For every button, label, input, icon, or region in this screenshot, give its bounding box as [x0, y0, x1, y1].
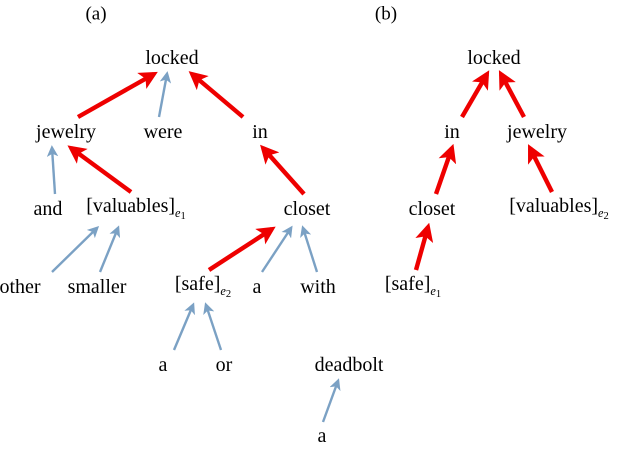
- node-a-deadbolt: deadbolt: [314, 354, 384, 376]
- edge-a-a1-to-a-closet: [260, 225, 293, 273]
- edge-a-valuables-to-a-jewelry: [67, 145, 133, 194]
- node-a-smaller: smaller: [67, 276, 127, 298]
- edge-a-and-to-a-jewelry: [46, 145, 59, 195]
- edge-b-jewelry-to-b-locked: [498, 70, 526, 119]
- node-b-jewelry: jewelry: [507, 121, 567, 143]
- edge-a-other-to-a-and: [51, 225, 100, 273]
- node-a-were: were: [143, 121, 183, 143]
- edge-a-jewelry-to-a-locked: [76, 71, 158, 119]
- node-a-locked: locked: [145, 47, 199, 69]
- node-a-a2: a: [158, 354, 168, 376]
- node-b-safe: [safe]e1: [384, 272, 442, 300]
- edge-a-closet-to-a-in: [260, 144, 306, 196]
- node-a-jewelry: jewelry: [36, 121, 96, 143]
- edge-b-closet-to-b-in: [433, 143, 457, 195]
- node-a-in: in: [252, 121, 268, 143]
- node-b-closet: closet: [408, 198, 456, 220]
- edge-a-with-to-a-closet: [300, 225, 319, 273]
- node-subscript: e1: [430, 283, 442, 300]
- edge-a-were-to-a-locked: [157, 71, 172, 118]
- node-b-locked: locked: [467, 47, 521, 69]
- panel-label-a: (a): [85, 3, 107, 25]
- node-a-valuables: [valuables]e1: [86, 194, 186, 222]
- edge-b-safe-to-b-closet: [413, 222, 434, 271]
- panel-label-b: (b): [374, 3, 398, 25]
- node-a-or: or: [215, 354, 233, 376]
- node-subscript: e2: [598, 205, 609, 222]
- edge-b-in-to-b-locked: [460, 70, 490, 119]
- node-b-in: in: [444, 121, 460, 143]
- edge-b-valuables-to-b-jewelry: [528, 144, 554, 193]
- edge-a-safe-to-a-closet: [207, 226, 276, 272]
- node-a-with: with: [300, 276, 336, 298]
- node-a-and: and: [33, 198, 63, 220]
- edge-a-a3-to-a-deadbolt: [321, 378, 341, 423]
- edge-a-smaller-to-a-and: [98, 225, 121, 273]
- edge-a-a2-to-a-safe: [172, 302, 195, 351]
- edge-a-in-to-a-locked: [188, 71, 245, 119]
- node-a-closet: closet: [283, 198, 331, 220]
- node-subscript: e2: [220, 283, 232, 300]
- node-b-valuables: [valuables]e2: [509, 194, 609, 222]
- node-a-a1: a: [252, 276, 262, 298]
- node-a-safe: [safe]e2: [174, 272, 232, 300]
- edge-a-or-to-a-safe: [203, 302, 223, 351]
- node-a-a3: a: [317, 425, 327, 447]
- node-subscript: e1: [175, 205, 186, 222]
- node-a-other: other: [0, 276, 41, 298]
